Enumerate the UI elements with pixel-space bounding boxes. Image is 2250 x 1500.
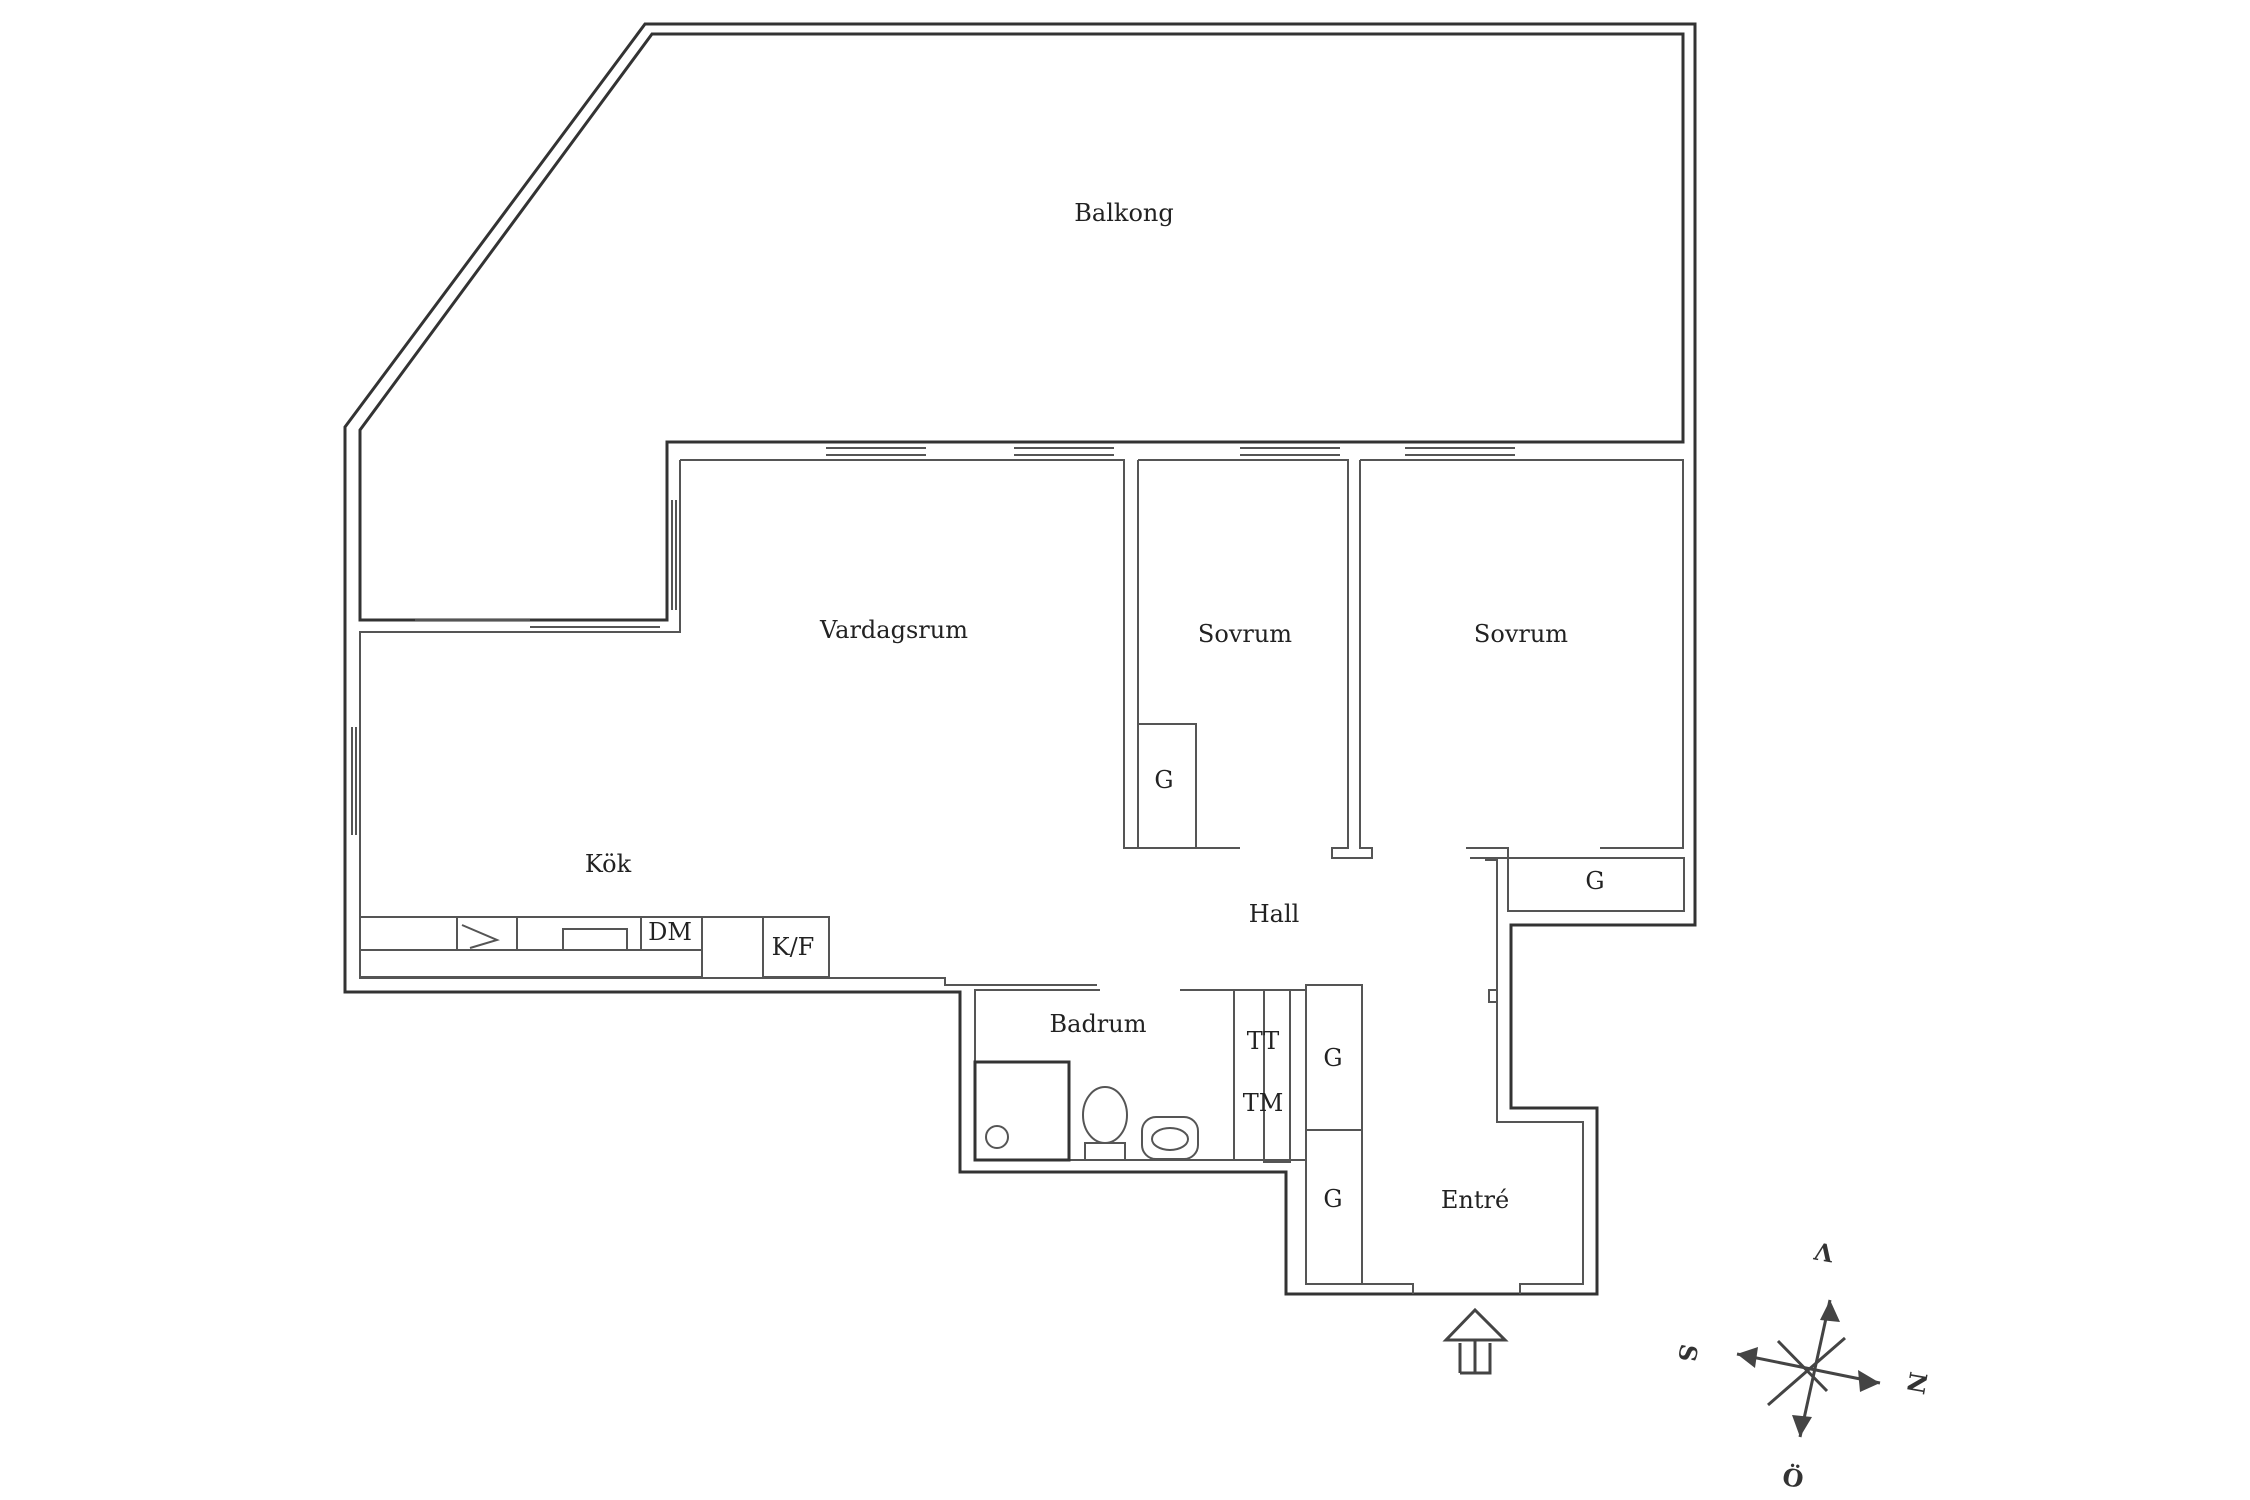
stove-detail [461, 924, 500, 949]
window-3 [1240, 447, 1340, 456]
compass-west-arrow [1820, 1300, 1840, 1322]
bedroom-1-wall [1138, 459, 1373, 859]
living-room-west-wall [359, 460, 1097, 986]
room-label-sovrum-1: Sovrum [1197, 620, 1293, 648]
wardrobe-label: G [1323, 1044, 1343, 1072]
outer-wall [343, 22, 1697, 1296]
window-5 [415, 619, 660, 628]
room-label-kok: Kök [584, 850, 632, 878]
wardrobe-label: G [1323, 1185, 1343, 1213]
kitchen-sink [562, 928, 628, 951]
toilet [1082, 1086, 1128, 1144]
bedroom-2-door-wall [1466, 847, 1509, 859]
shower [973, 1060, 1071, 1162]
kitchen-counter-front [359, 949, 703, 978]
wardrobe-bedroom-2 [1507, 857, 1685, 912]
room-label-balkong: Balkong [1074, 199, 1174, 227]
laundry-column [1263, 989, 1291, 1163]
room-label-entre: Entré [1440, 1186, 1510, 1214]
washing-machine-label: TM [1242, 1089, 1284, 1117]
bath-sink-bowl [1151, 1127, 1189, 1151]
fridge-box [762, 916, 830, 978]
compass-rose-icon [1736, 1299, 1881, 1438]
bedroom-2-wall [1360, 459, 1684, 849]
room-label-vardagsrum: Vardagsrum [820, 616, 968, 644]
room-label-badrum: Badrum [1049, 1010, 1147, 1038]
window-4 [1405, 447, 1515, 456]
dishwasher-label: DM [648, 918, 692, 946]
compass-south-arrow [1737, 1347, 1758, 1368]
toilet-tank [1084, 1142, 1126, 1161]
shower-drain [985, 1125, 1009, 1149]
bath-sink [1141, 1116, 1199, 1160]
window-7 [671, 500, 677, 610]
room-label-hall: Hall [1248, 900, 1300, 928]
compass-label-north: N [1900, 1369, 1934, 1397]
wardrobe-label: G [1585, 867, 1605, 895]
entre-wall-2 [1485, 859, 1584, 1294]
compass-east-arrow [1792, 1415, 1812, 1437]
hall-niche [1488, 989, 1497, 1003]
stove [456, 916, 518, 951]
compass-north-arrow [1858, 1370, 1880, 1392]
window-1 [826, 447, 926, 456]
laundry-area [1233, 989, 1265, 1161]
wardrobe-label: G [1154, 766, 1174, 794]
wardrobe-bedroom-1 [1137, 723, 1197, 849]
fridge-freezer-label: K/F [771, 933, 815, 961]
entrance-arrow-icon-stem [1458, 1343, 1492, 1375]
entre-wall [1306, 1283, 1414, 1294]
window-6 [351, 727, 357, 835]
tumble-dryer-label: TT [1246, 1027, 1280, 1055]
balcony-inner-wall [358, 32, 1685, 622]
window-2 [1014, 447, 1114, 456]
room-label-sovrum-2: Sovrum [1473, 620, 1569, 648]
entrance-arrow-icon [1442, 1307, 1509, 1372]
kitchen-counter [360, 916, 830, 977]
